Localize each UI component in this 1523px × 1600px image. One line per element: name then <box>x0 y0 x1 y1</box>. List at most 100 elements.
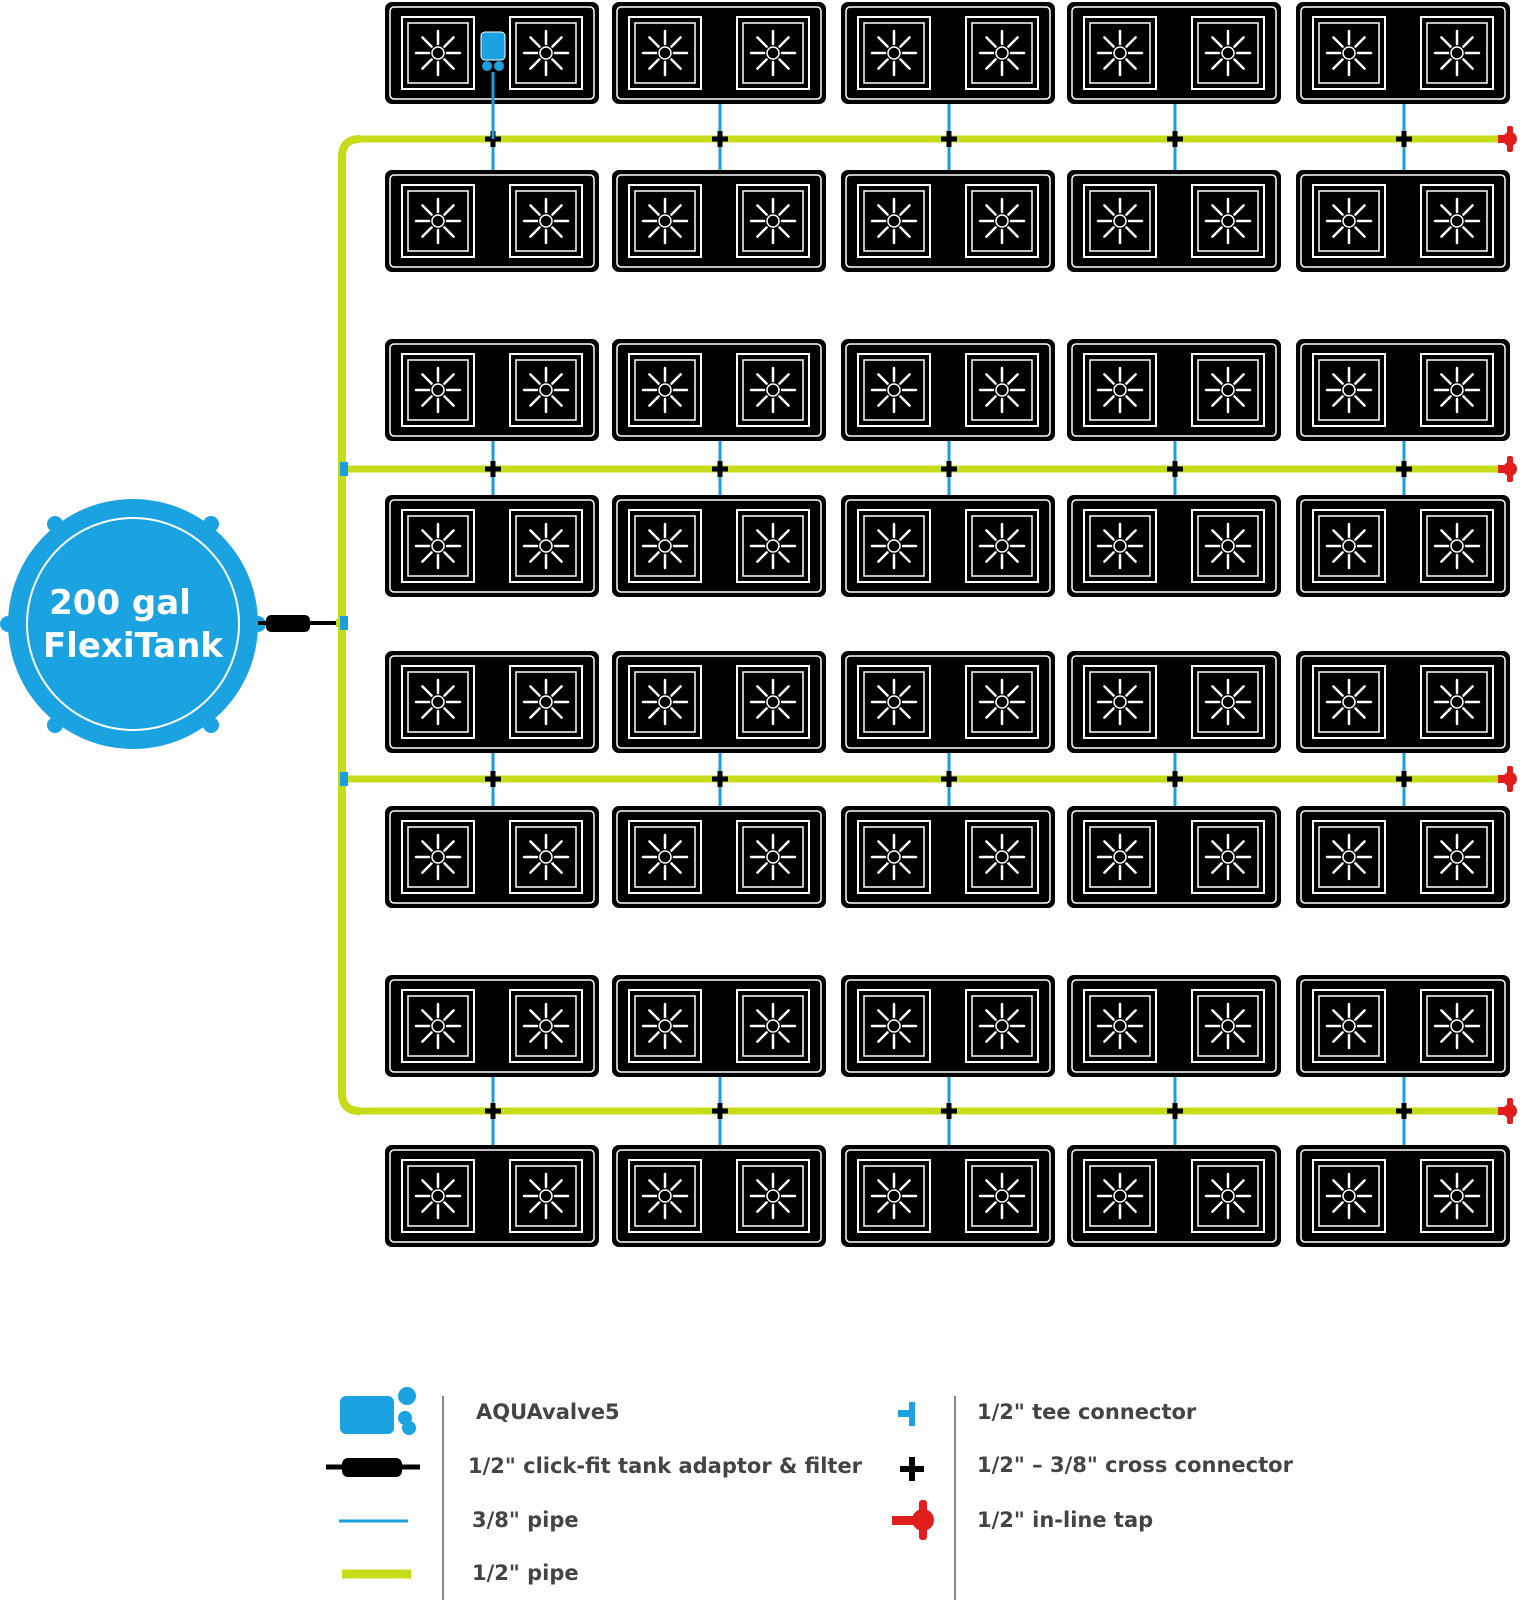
tee-connector <box>340 772 348 786</box>
grow-tray <box>1296 651 1510 753</box>
grow-pot <box>1311 15 1387 91</box>
grow-pot <box>1082 664 1158 740</box>
grow-pot <box>856 819 932 895</box>
grow-pot <box>1419 664 1495 740</box>
grow-tray <box>1067 339 1281 441</box>
grow-tray <box>841 170 1055 272</box>
grow-pot <box>1190 352 1266 428</box>
grow-pot <box>964 1158 1040 1234</box>
grow-pot <box>1419 988 1495 1064</box>
legend-label-cross-connector: 1/2" – 3/8" cross connector <box>977 1453 1293 1477</box>
inline-tap <box>1498 766 1517 792</box>
tank-ring <box>26 517 240 731</box>
grow-pot <box>400 1158 476 1234</box>
grow-pot <box>856 183 932 259</box>
cross-connector <box>712 1103 728 1119</box>
grow-pot <box>1190 819 1266 895</box>
grow-pot <box>1311 988 1387 1064</box>
grow-pot <box>1311 819 1387 895</box>
grow-pot <box>1082 988 1158 1064</box>
grow-tray <box>841 975 1055 1077</box>
grow-pot <box>400 508 476 584</box>
cross-connector <box>1396 461 1412 477</box>
grow-pot <box>964 664 1040 740</box>
cross-connector <box>1396 131 1412 147</box>
cross-connector <box>485 461 501 477</box>
grow-pot <box>508 664 584 740</box>
grow-pot <box>1419 183 1495 259</box>
legend-inline-tap-icon <box>892 1500 934 1540</box>
grow-pot <box>1419 508 1495 584</box>
grow-tray <box>385 495 599 597</box>
grow-pot <box>1190 988 1266 1064</box>
grow-pot <box>735 1158 811 1234</box>
cross-connector <box>1167 771 1183 787</box>
grow-tray <box>612 1145 826 1247</box>
grow-pot <box>508 819 584 895</box>
grow-pot <box>856 508 932 584</box>
legend-tee-connector-icon <box>898 1402 915 1426</box>
grow-tray <box>1067 170 1281 272</box>
legend-divider-left <box>442 1396 444 1600</box>
grow-tray <box>841 495 1055 597</box>
cross-connector <box>712 461 728 477</box>
grow-tray <box>612 339 826 441</box>
grow-pot <box>1190 664 1266 740</box>
grow-pot <box>735 15 811 91</box>
grow-pot <box>735 819 811 895</box>
grow-pot <box>508 1158 584 1234</box>
tank-body <box>8 499 258 749</box>
grow-pot <box>627 988 703 1064</box>
grow-pot <box>964 508 1040 584</box>
grow-pot <box>627 819 703 895</box>
grow-pot <box>627 183 703 259</box>
grow-pot <box>1311 1158 1387 1234</box>
grow-tray <box>612 806 826 908</box>
grow-pot <box>508 15 584 91</box>
grow-pot <box>400 664 476 740</box>
grow-pot <box>1190 15 1266 91</box>
legend-aquavalve-icon <box>340 1387 416 1435</box>
grow-tray <box>1296 2 1510 104</box>
grow-tray <box>1296 1145 1510 1247</box>
cross-connector <box>941 1103 957 1119</box>
grow-tray <box>612 651 826 753</box>
grow-pot <box>964 183 1040 259</box>
grow-pot <box>1311 664 1387 740</box>
grow-tray <box>841 339 1055 441</box>
flexitank: 200 gal FlexiTank <box>0 499 266 749</box>
grow-pot <box>1082 352 1158 428</box>
grow-pot <box>627 352 703 428</box>
legend-label-inline-tap: 1/2" in-line tap <box>977 1508 1154 1532</box>
grow-tray <box>841 651 1055 753</box>
grow-tray <box>385 170 599 272</box>
legend-label-three-eighth-pipe: 3/8" pipe <box>472 1508 579 1532</box>
grow-pot <box>1082 1158 1158 1234</box>
grow-tray <box>385 806 599 908</box>
legend-label-tee-connector: 1/2" tee connector <box>977 1400 1197 1424</box>
legend-label-tank-adaptor: 1/2" click-fit tank adaptor & filter <box>468 1454 863 1478</box>
grow-tray <box>1067 1145 1281 1247</box>
grow-pot <box>1419 1158 1495 1234</box>
grow-pot <box>735 508 811 584</box>
inline-tap <box>1498 126 1517 152</box>
grow-pot <box>856 1158 932 1234</box>
grow-pot <box>1190 183 1266 259</box>
grow-tray <box>841 1145 1055 1247</box>
grow-tray <box>1067 2 1281 104</box>
grow-tray <box>385 975 599 1077</box>
grow-tray <box>1067 651 1281 753</box>
grow-tray <box>1296 495 1510 597</box>
cross-connector <box>941 461 957 477</box>
grow-pot <box>735 183 811 259</box>
tee-connector <box>340 616 348 630</box>
grow-tray <box>1296 339 1510 441</box>
grow-pot <box>508 352 584 428</box>
grow-pot <box>400 352 476 428</box>
grow-pot <box>400 819 476 895</box>
cross-connector <box>712 771 728 787</box>
cross-connector <box>1396 771 1412 787</box>
grow-pot <box>1311 508 1387 584</box>
legend-divider-right <box>954 1396 956 1600</box>
grow-pot <box>735 988 811 1064</box>
